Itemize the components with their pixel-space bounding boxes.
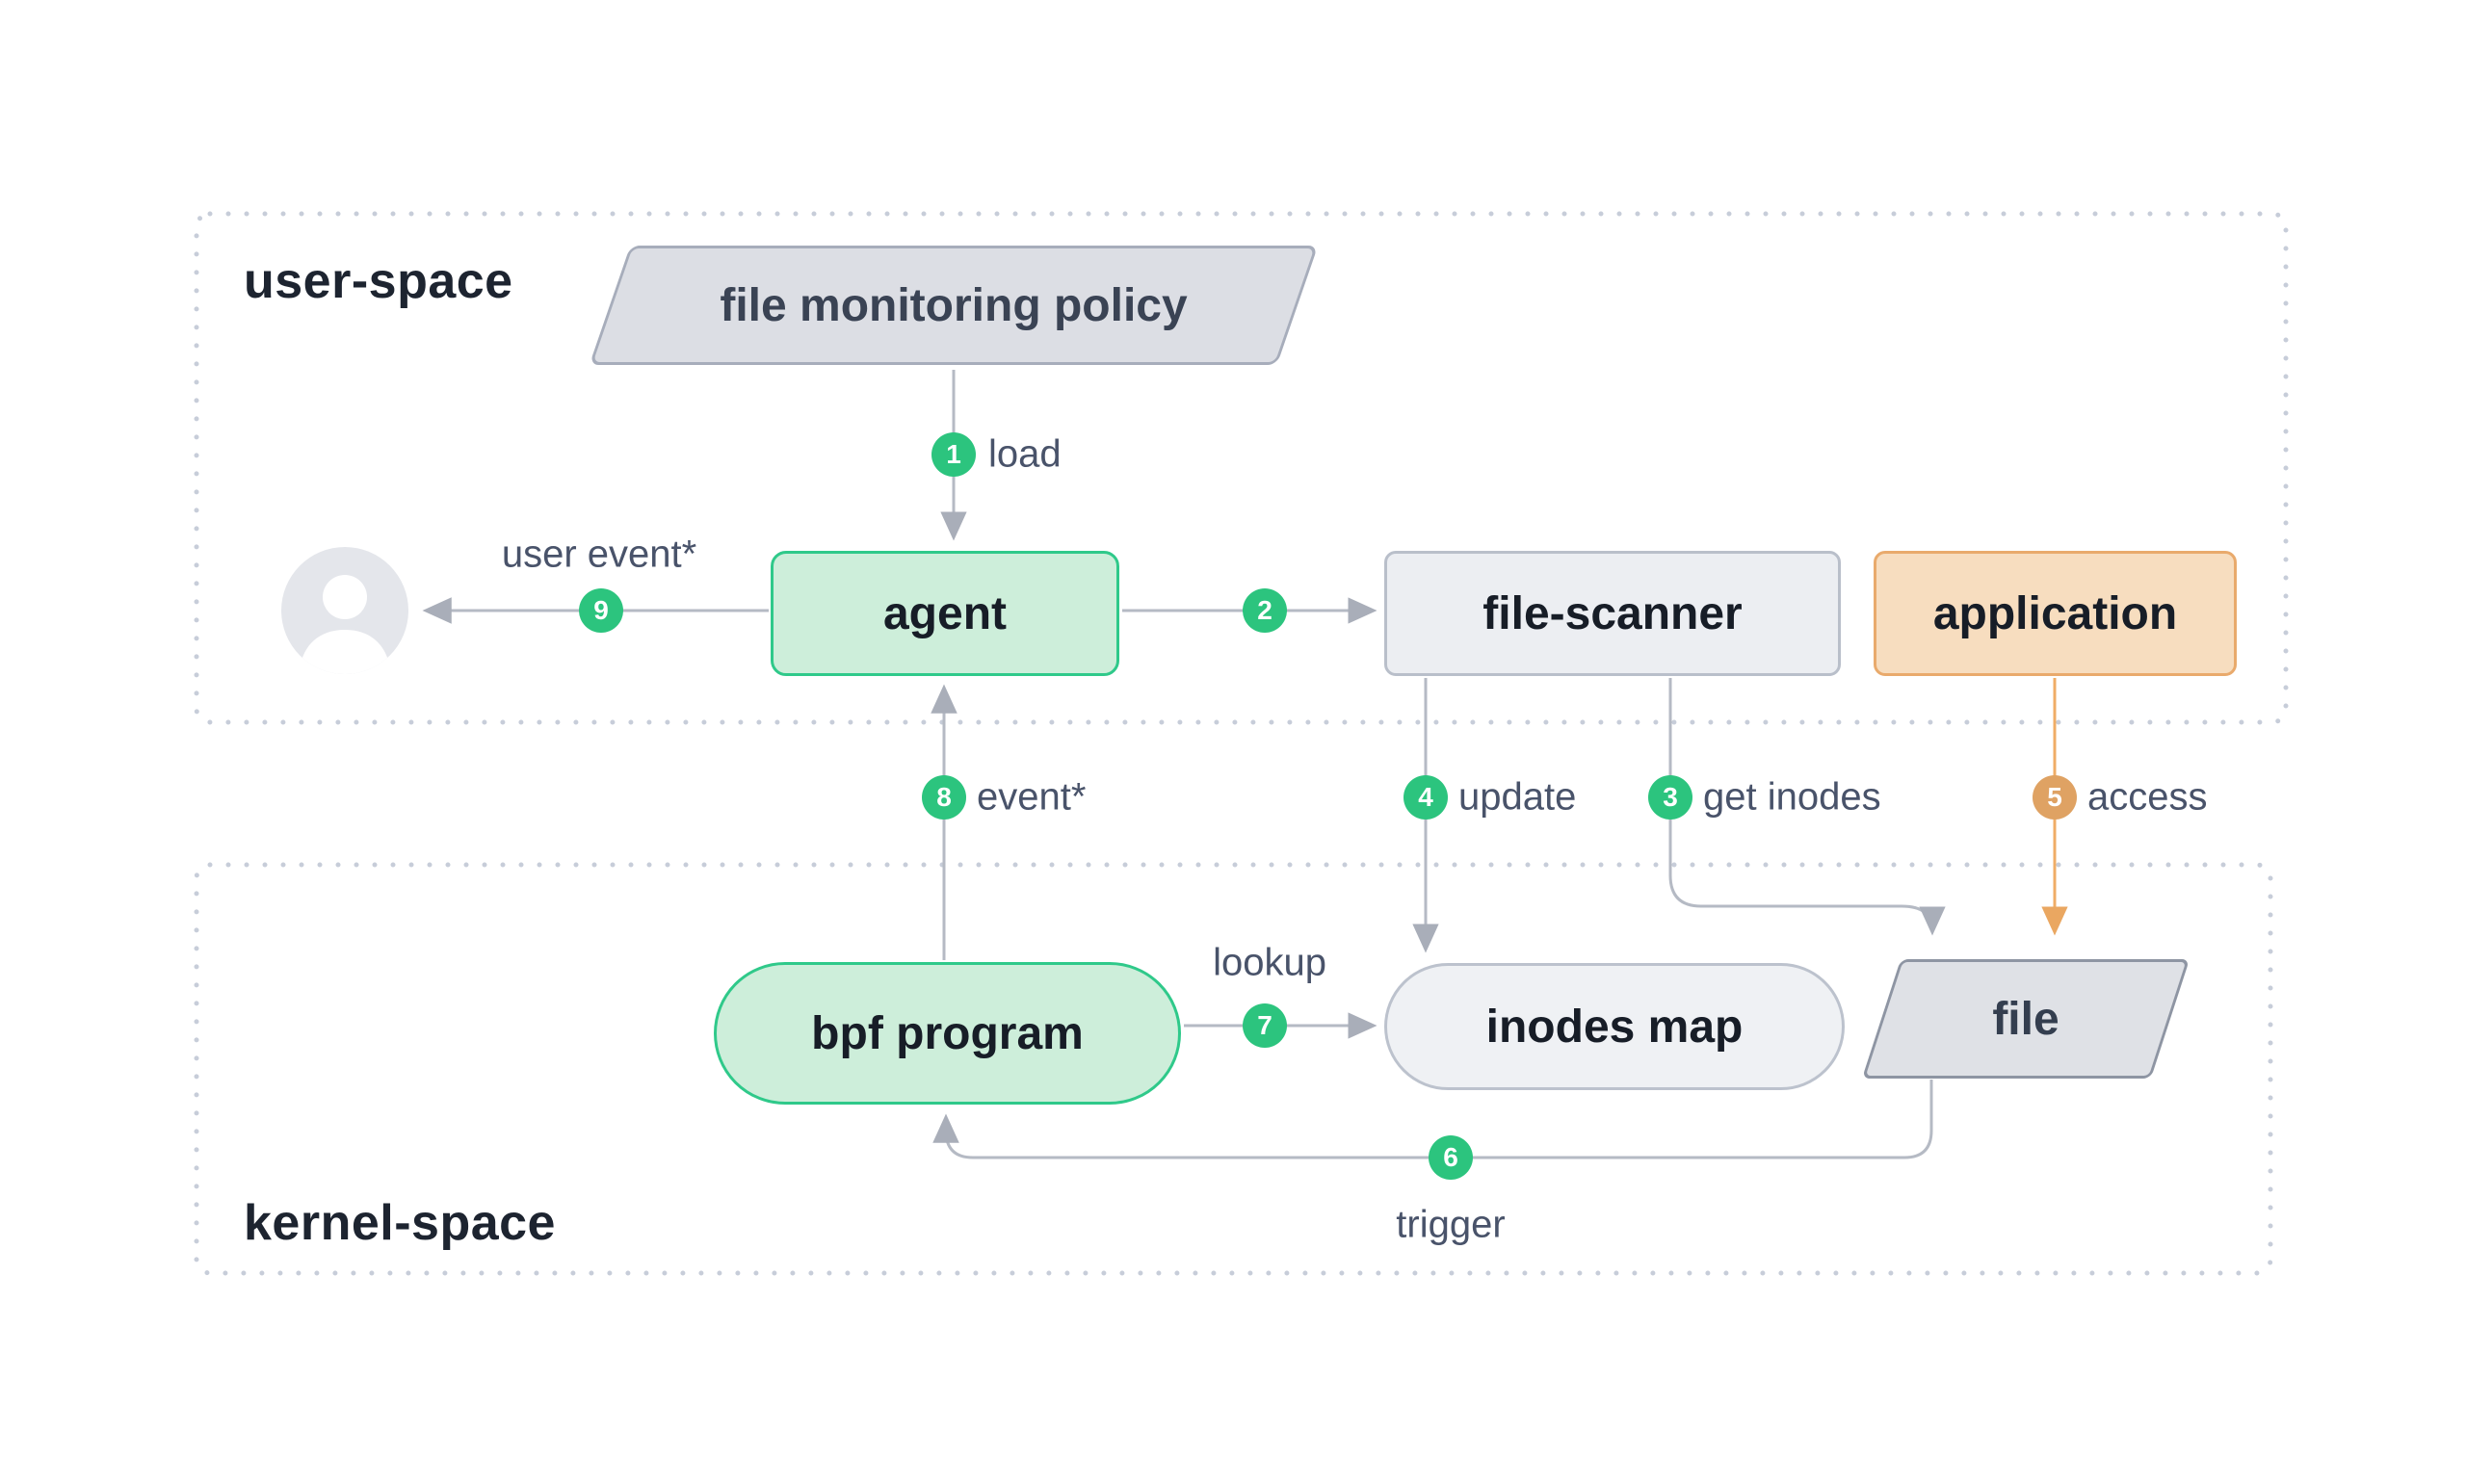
node-agent: agent <box>771 551 1119 676</box>
node-file-scanner: file-scanner <box>1384 551 1841 676</box>
edge-get-inodes-arrow <box>1668 678 1946 936</box>
step-badge-6: 6 <box>1429 1135 1473 1180</box>
user-space-region-label: user-space <box>244 253 513 309</box>
policy-label: file monitoring policy <box>720 279 1188 331</box>
edge-label-user-event: user event* <box>501 533 697 576</box>
node-application: application <box>1874 551 2237 676</box>
node-file: file <box>1861 959 2191 1079</box>
edge-label-lookup: lookup <box>1213 941 1326 984</box>
step-badge-9: 9 <box>579 588 623 633</box>
edge-label-load: load <box>988 432 1062 476</box>
step-badge-5: 5 <box>2033 775 2077 820</box>
step-badge-3: 3 <box>1648 775 1692 820</box>
user-avatar-icon <box>281 547 408 674</box>
edge-label-event: event* <box>977 775 1087 819</box>
step-badge-1: 1 <box>931 432 976 477</box>
node-bpf-program: bpf program <box>714 962 1181 1105</box>
step-badge-2: 2 <box>1243 588 1287 633</box>
edge-label-get-inodes: get inodes <box>1703 775 1881 819</box>
edge-label-trigger: trigger <box>1396 1203 1506 1246</box>
edge-label-update: update <box>1458 775 1577 819</box>
kernel-space-region-border <box>194 862 2273 1276</box>
step-badge-7: 7 <box>1243 1003 1287 1048</box>
file-label: file <box>1992 993 2059 1045</box>
node-inodes-map: inodes map <box>1384 963 1845 1090</box>
edge-label-access: access <box>2087 775 2208 819</box>
node-file-monitoring-policy: file monitoring policy <box>589 246 1319 365</box>
kernel-space-region-label: kernel-space <box>244 1195 556 1251</box>
step-badge-4: 4 <box>1404 775 1448 820</box>
step-badge-8: 8 <box>922 775 966 820</box>
user-space-region-border <box>194 211 2289 725</box>
